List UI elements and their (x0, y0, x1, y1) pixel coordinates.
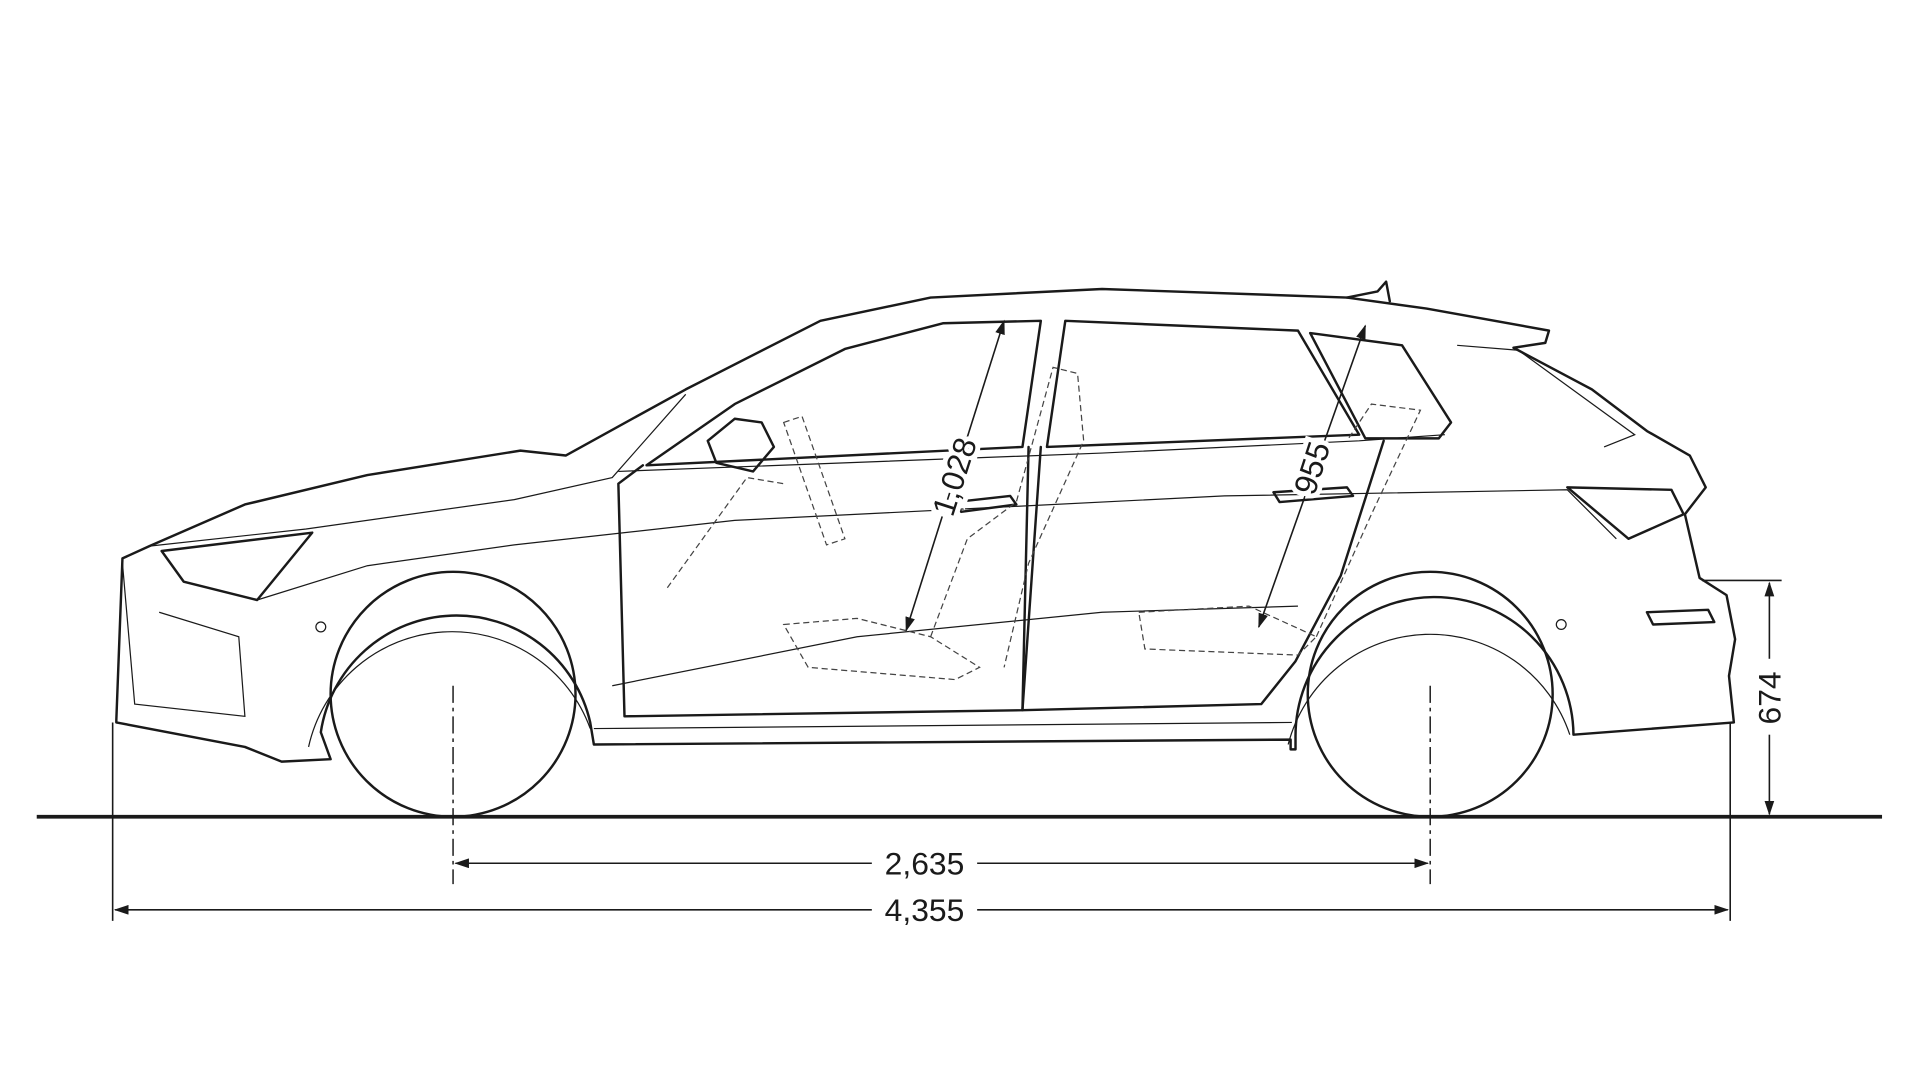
front-wheel-arch (307, 631, 591, 748)
wheelbase-label: 2,635 (885, 845, 965, 881)
rear-door (1021, 439, 1385, 712)
taillight (1566, 486, 1685, 540)
front-headroom-dimension-line (905, 319, 1005, 632)
front-door (617, 445, 1030, 718)
rear-reflector (1645, 608, 1716, 626)
overall-length-label: 4,355 (885, 892, 965, 928)
shoulder-line (256, 489, 1617, 601)
side-mirror (706, 417, 776, 473)
hood-line (149, 393, 687, 547)
steering-wheel (666, 415, 846, 589)
rear-hatch-glass (1457, 344, 1636, 448)
headlight (160, 531, 314, 602)
sill-line (593, 721, 1292, 730)
front-grille (121, 563, 246, 718)
loading-height-label: 674 (1751, 671, 1787, 724)
rear-headroom-dimension-line (1258, 324, 1367, 629)
roof-antenna (1345, 280, 1392, 303)
lower-body-line (612, 605, 1298, 687)
front-marker (315, 621, 327, 633)
front-headroom-label: 1,028 (925, 433, 984, 520)
rear-marker (1555, 618, 1567, 630)
rear-wheel-arch (1287, 633, 1571, 745)
car-body-outline (115, 287, 1737, 763)
front-seat (782, 366, 1085, 681)
